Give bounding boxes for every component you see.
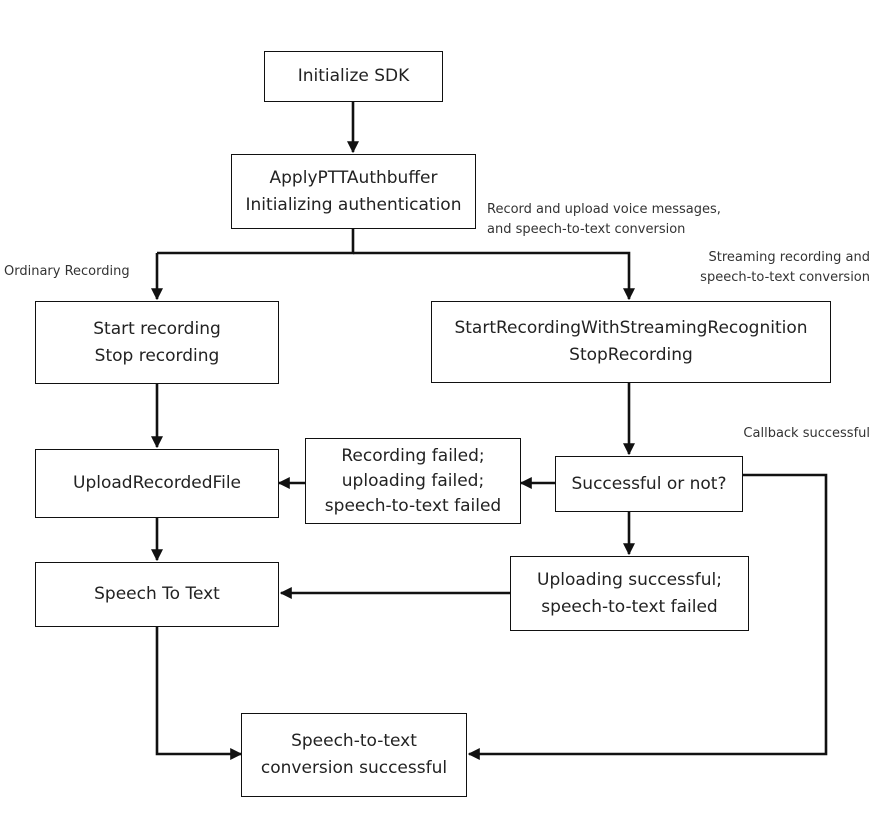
- node-conversion-successful: Speech-to-text conversion successful: [241, 713, 467, 797]
- node-failure-line1: Recording failed;: [341, 445, 485, 466]
- node-conversion-successful-line2: conversion successful: [260, 758, 448, 778]
- label-ordinary-recording: Ordinary Recording: [4, 262, 130, 282]
- label-streaming-recording: Streaming recording and speech-to-text c…: [700, 248, 870, 288]
- node-decision: Successful or not?: [555, 456, 743, 512]
- node-failure-line2: uploading failed;: [341, 470, 485, 491]
- node-streaming-stop-text: StopRecording: [569, 345, 693, 365]
- node-streaming-start-text: StartRecordingWithStreamingRecognition: [454, 318, 808, 338]
- label-record-upload-line2: and speech-to-text conversion: [487, 222, 686, 237]
- label-streaming-recording-line1: Streaming recording and: [708, 250, 871, 265]
- node-failure: Recording failed; uploading failed; spee…: [305, 438, 521, 524]
- arrow-to-streaming-recording: [353, 251, 635, 301]
- node-streaming-recognition: StartRecordingWithStreamingRecognition S…: [431, 301, 831, 383]
- label-ordinary-recording-text: Ordinary Recording: [4, 264, 130, 279]
- node-decision-text: Successful or not?: [571, 473, 727, 494]
- node-start-stop-recording: Start recording Stop recording: [35, 301, 279, 384]
- arrow-callback-to-success: [467, 473, 828, 760]
- node-partial-success-line1: Uploading successful;: [537, 569, 722, 590]
- node-initialize-sdk: Initialize SDK: [264, 51, 443, 102]
- node-partial-success: Uploading successful; speech-to-text fai…: [510, 556, 749, 631]
- node-stop-recording-text: Stop recording: [94, 345, 220, 366]
- node-apply-auth-line1: ApplyPTTAuthbuffer: [269, 167, 438, 188]
- node-failure-line3: speech-to-text failed: [324, 495, 502, 516]
- node-initialize-sdk-text: Initialize SDK: [297, 66, 410, 86]
- node-conversion-successful-line1: Speech-to-text: [291, 731, 417, 751]
- node-partial-success-line2: speech-to-text failed: [541, 596, 718, 617]
- label-callback-successful-text: Callback successful: [743, 426, 870, 441]
- label-callback-successful: Callback successful: [743, 424, 870, 444]
- label-record-upload-line1: Record and upload voice messages,: [487, 202, 721, 217]
- node-apply-auth-line2: Initializing authentication: [245, 194, 462, 215]
- node-upload-recorded-file: UploadRecordedFile: [35, 449, 279, 518]
- node-speech-to-text: Speech To Text: [35, 562, 279, 627]
- arrow-auth-to-branches: [157, 229, 355, 255]
- label-streaming-recording-line2: speech-to-text conversion: [700, 270, 870, 285]
- node-speech-to-text-text: Speech To Text: [94, 584, 220, 604]
- node-upload-recorded-file-text: UploadRecordedFile: [73, 473, 241, 493]
- node-apply-auth: ApplyPTTAuthbuffer Initializing authenti…: [231, 154, 476, 229]
- node-start-recording-text: Start recording: [93, 318, 221, 339]
- label-record-upload: Record and upload voice messages, and sp…: [487, 200, 721, 240]
- arrow-speech-to-success: [155, 627, 243, 760]
